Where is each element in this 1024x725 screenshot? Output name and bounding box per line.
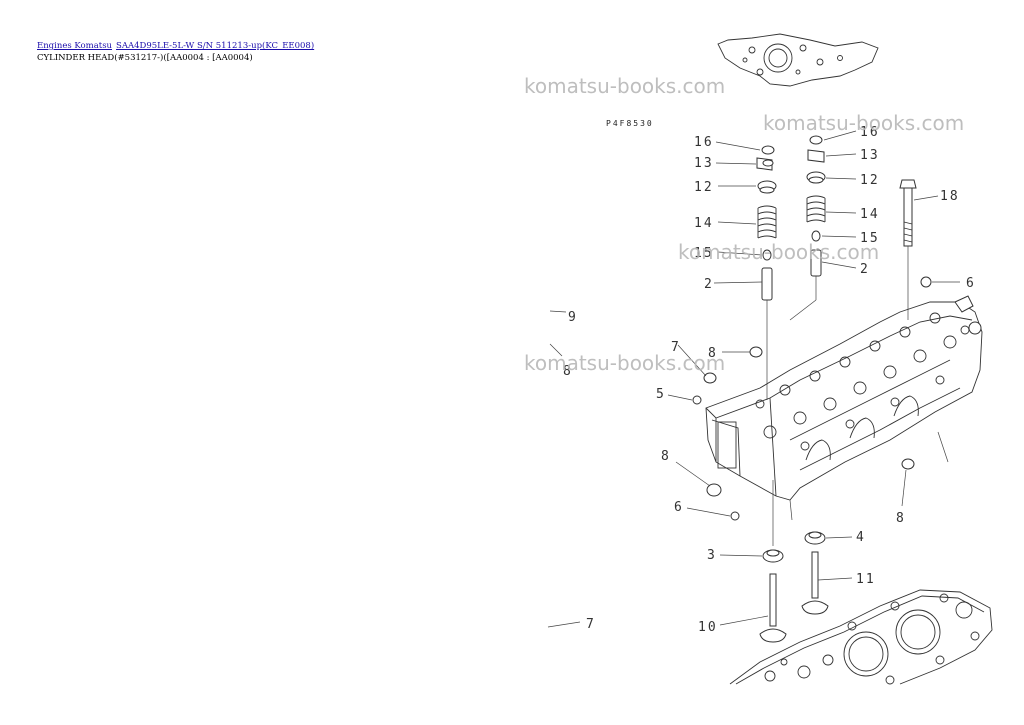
diagram-code: P4F8530 [606, 119, 654, 128]
callout-label: 15 [860, 231, 880, 246]
callout-label: 8 [563, 364, 573, 379]
callout-label: 9 [568, 310, 578, 325]
callout-label: 16 [694, 135, 714, 150]
callout-label: 4 [856, 530, 866, 545]
callout-label: 6 [966, 276, 976, 291]
cylinder-head-block [705, 301, 983, 501]
breadcrumb-link-model[interactable]: SAA4D95LE-5L-W S/N 511213-up(KC_EE008) [116, 41, 315, 51]
callout-label: 11 [856, 572, 876, 587]
valve-train-right [789, 135, 826, 321]
head-bolt-drawing [899, 179, 917, 320]
callout-label: 6 [674, 500, 684, 515]
callout-label: 14 [860, 207, 880, 222]
callout-label: 10 [698, 620, 718, 635]
callout-label: 2 [860, 262, 870, 277]
callout-label: 15 [694, 246, 714, 261]
callout-label: 8 [896, 511, 906, 526]
gasket-top-drawing [717, 33, 879, 87]
callout-label: 16 [860, 125, 880, 140]
callout-label: 7 [586, 617, 596, 632]
watermark-text: komatsu-books.com [524, 74, 725, 98]
head-ports [755, 312, 970, 451]
valve-train-left [756, 145, 777, 400]
watermarks: komatsu-books.com komatsu-books.com koma… [524, 74, 964, 375]
callouts: 16 13 12 14 15 2 16 13 12 14 15 2 18 6 9… [563, 125, 976, 635]
breadcrumb-link-engines[interactable]: Engines Komatsu [37, 41, 113, 51]
valves-drawing [759, 551, 829, 643]
callout-label: 2 [704, 277, 714, 292]
callout-label: 3 [707, 548, 717, 563]
small-parts [692, 276, 982, 563]
callout-label: 8 [708, 346, 718, 361]
callout-label: 13 [860, 148, 880, 163]
callout-label: 8 [661, 449, 671, 464]
gasket-bottom-drawing [729, 589, 993, 685]
watermark-text: komatsu-books.com [763, 111, 964, 135]
callout-label: 7 [671, 340, 681, 355]
watermark-text: komatsu-books.com [678, 240, 879, 264]
callout-label: 5 [656, 387, 666, 402]
callout-label: 13 [694, 156, 714, 171]
callout-label: 18 [940, 189, 960, 204]
callout-label: 12 [694, 180, 714, 195]
watermark-text: komatsu-books.com [524, 351, 725, 375]
callout-label: 12 [860, 173, 880, 188]
callout-label: 14 [694, 216, 714, 231]
leader-lines [547, 130, 960, 628]
page-title: CYLINDER HEAD(#531217-)([AA0004 : [AA000… [37, 53, 253, 63]
